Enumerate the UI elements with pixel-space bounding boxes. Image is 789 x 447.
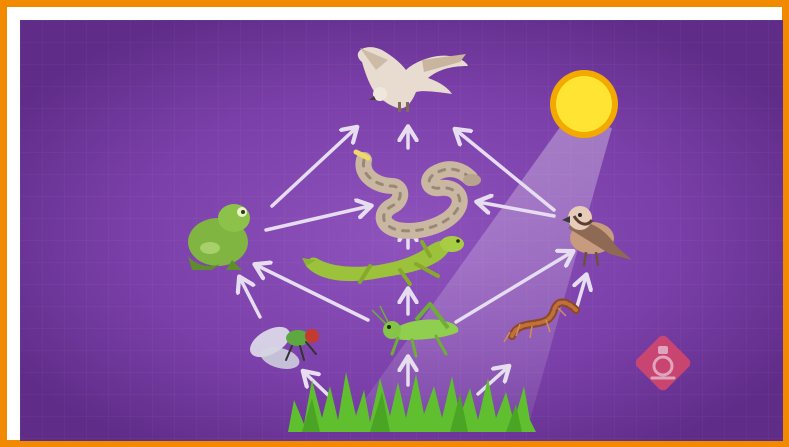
sun-icon: [550, 70, 618, 138]
food-web-diagram: [20, 20, 783, 441]
food-web-canvas: [20, 20, 783, 441]
